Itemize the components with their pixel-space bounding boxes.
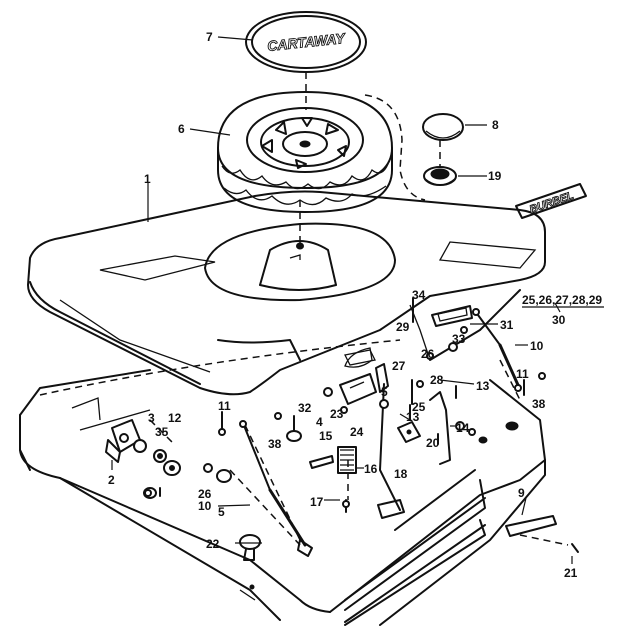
callout-13-right: 13 (476, 379, 490, 393)
callout-2: 2 (108, 473, 115, 487)
callout-31: 31 (500, 318, 514, 332)
callout-28: 28 (430, 373, 444, 387)
callout-labels: 7 6 8 19 1 25,26,27,28,29 30 34 29 31 33… (108, 30, 604, 580)
wheel-emblem (423, 166, 457, 186)
callout-7: 7 (206, 30, 213, 44)
callout-6: 6 (178, 122, 185, 136)
callout-35: 35 (155, 425, 169, 439)
callout-10-right: 10 (530, 339, 544, 353)
sill-strip (505, 515, 557, 537)
callout-13-middle: 13 (406, 410, 420, 424)
callout-25-group: 25,26,27,28,29 (522, 293, 602, 307)
retainer-clip (309, 455, 334, 469)
callout-16: 16 (364, 462, 378, 476)
knob (239, 534, 261, 590)
callout-5-upper: 5 (381, 385, 388, 399)
tire-cover: CARTAWAY (245, 11, 367, 73)
callout-26-upper: 26 (421, 347, 435, 361)
leader-lines (111, 36, 573, 564)
cover-lettering: CARTAWAY (266, 30, 347, 54)
hub-cap (422, 113, 464, 141)
callout-23: 23 (330, 407, 344, 421)
nameplate-badge: BURBEL (515, 183, 587, 219)
spare-tire (217, 91, 393, 213)
hinge-assembly (105, 419, 232, 499)
callout-25: 25 (412, 400, 426, 414)
hood-body (27, 190, 546, 396)
callout-9: 9 (518, 486, 525, 500)
latch-bracket (339, 363, 476, 519)
callout-8: 8 (492, 118, 499, 132)
callout-3: 3 (148, 411, 155, 425)
callout-29: 29 (396, 320, 410, 334)
spring (337, 446, 357, 474)
callout-38-left: 38 (268, 437, 282, 451)
callout-17: 17 (310, 495, 324, 509)
callout-15: 15 (319, 429, 333, 443)
callout-22: 22 (206, 537, 220, 551)
callout-5-lower: 5 (218, 505, 225, 519)
callout-19: 19 (488, 169, 502, 183)
callout-24: 24 (350, 425, 364, 439)
strip-screw (571, 543, 579, 553)
callout-10-left: 10 (198, 499, 212, 513)
callout-11-right: 11 (516, 367, 529, 381)
alignment-lines (149, 72, 569, 546)
callout-26-lower: 26 (198, 487, 212, 501)
callout-34: 34 (412, 288, 426, 302)
gas-strut-left (239, 420, 313, 557)
lower-body-frame (19, 339, 546, 626)
callout-27: 27 (392, 359, 406, 373)
gas-strut-right (472, 308, 522, 392)
callout-33: 33 (452, 332, 466, 346)
callout-1: 1 (144, 172, 151, 186)
callout-11-left: 11 (218, 399, 231, 413)
callout-20: 20 (426, 436, 440, 450)
callout-38-right: 38 (532, 397, 546, 411)
callout-12: 12 (168, 411, 182, 425)
callout-32: 32 (298, 401, 312, 415)
callout-30: 30 (552, 313, 566, 327)
callout-14: 14 (456, 421, 470, 435)
callout-21: 21 (564, 566, 578, 580)
callout-4: 4 (316, 415, 323, 429)
bolts-screws (144, 297, 546, 513)
callout-18: 18 (394, 467, 408, 481)
